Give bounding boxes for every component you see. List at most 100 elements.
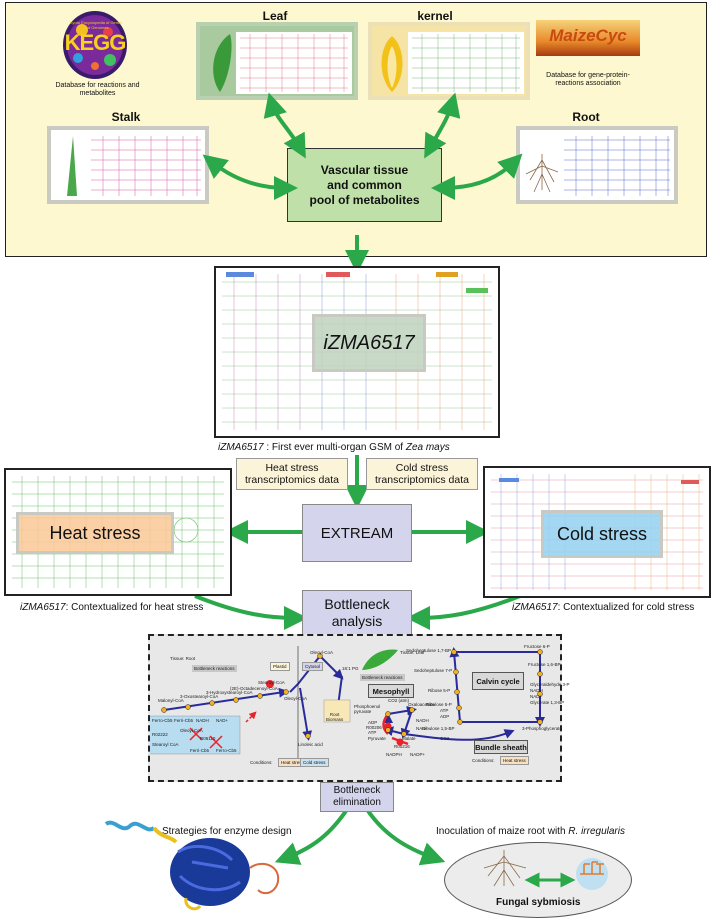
leaf-metabolite-5: Malate xyxy=(402,736,416,741)
tissue-root-label: Tissue: Root xyxy=(170,656,196,661)
calvin-metabolite-5: Ribose 5-P xyxy=(428,688,451,693)
root-metabolite-9: 18:1 PG xyxy=(342,666,359,671)
calvin-metabolite-14: 3-Phosphoglycerate xyxy=(522,726,563,731)
cold-stress-model-map: Cold stress xyxy=(483,466,711,598)
leaf-metabolite-14: CO2 (atm) xyxy=(388,698,410,703)
bottleneck-reactions-leaf: Bottleneck reactions xyxy=(360,674,405,681)
kegg-description: Database for reactions and metabolites xyxy=(55,82,140,97)
heat-stress-caption-text: : Contextualized for heat stress xyxy=(65,602,204,613)
pathway-diagram xyxy=(150,646,545,766)
leaf-metabolite-7: NADPH xyxy=(386,752,402,757)
tissue-leaf-label: Tissue: Leaf xyxy=(400,650,425,655)
root-model-map xyxy=(516,126,678,204)
root-cofactor-10: Ferro-Cb5 xyxy=(216,748,237,753)
izma6517-label-box: iZMA6517 xyxy=(312,314,426,372)
root-metabolite-7: Linoleic acid xyxy=(298,742,323,747)
izma6517-caption-species: Zea mays xyxy=(405,442,450,453)
root-label: Root xyxy=(572,110,600,124)
root-metabolite-3: 3-Hydroxystearoyl-CoA xyxy=(206,690,253,695)
maizecyc-logo-text: MaizeCyc xyxy=(549,26,627,45)
root-metabolite-4: (2E)-Octadecenoyl-CoA xyxy=(230,686,278,691)
conditions-leaf-label: Conditions: xyxy=(472,758,495,763)
heat-stress-label: Heat stress xyxy=(49,522,141,543)
root-cofactor-3: NADH xyxy=(196,718,209,723)
bottleneck-analysis-box: Bottleneck analysis xyxy=(302,590,412,636)
kernel-label: kernel xyxy=(417,9,453,23)
fungal-symbiosis-label: Fungal sybmiosis xyxy=(496,897,581,908)
leaf-metabolite-3: NADH xyxy=(416,718,429,723)
root-cofactor-5: Oleoyl CoA xyxy=(180,728,203,733)
conditions-root-label: Conditions: xyxy=(250,760,273,765)
root-cofactor-8: R06110 xyxy=(200,736,216,741)
leaf-metabolite-12: R00216 xyxy=(394,744,410,749)
maizecyc-logo xyxy=(536,20,640,56)
bundle-sheath-box: Bundle sheath xyxy=(474,740,528,754)
root-cofactor-1: Ferro-Cb5 xyxy=(152,718,173,723)
kegg-logo xyxy=(62,10,128,80)
calvin-cycle-box: Calvin cycle xyxy=(472,672,524,690)
calvin-metabolite-3: Sedoheptulose 7-P xyxy=(414,668,453,673)
plastid-tag: Plastid xyxy=(270,662,290,671)
leaf-metabolite-4: NAD+ xyxy=(416,726,429,731)
heat-stress-tag-leaf: Heat stress xyxy=(500,756,529,765)
extream-box: EXTREAM xyxy=(302,504,412,562)
cytosol-tag: Cytosol xyxy=(302,662,324,671)
root-cofactor-7: Stearoyl CoA xyxy=(152,742,179,747)
leaf-metabolite-13: CO2 xyxy=(440,736,450,741)
enzyme-design-label: Strategies for enzyme design xyxy=(162,826,292,837)
root-cofactor-9: Ferri-Cb5 xyxy=(190,748,210,753)
leaf-label: Leaf xyxy=(262,9,288,23)
cold-stress-label: Cold stress xyxy=(556,523,648,544)
heat-stress-model-map: Heat stress xyxy=(4,468,232,596)
vascular-tissue-box: Vascular tissue and common pool of metab… xyxy=(287,148,442,222)
izma6517-model-map: iZMA6517 xyxy=(214,266,500,438)
calvin-metabolite-6: Glyceraldehyde 3-P xyxy=(530,682,570,687)
root-metabolite-2: 3-Oxostearoyl-CoA xyxy=(180,694,219,699)
cold-stress-tag-root: Cold stress xyxy=(300,758,329,767)
root-metabolite-6: Oleoyl-CoA xyxy=(284,696,308,701)
root-metabolite-1: Malonyl-CoA xyxy=(158,698,184,703)
cold-transcriptomics-box: Cold stress transcriptomics data xyxy=(366,458,478,490)
calvin-metabolite-12: ADP xyxy=(440,714,450,719)
calvin-metabolite-13: Ribulose 1,5-BP xyxy=(422,726,455,731)
izma6517-caption-text: : First ever multi-organ GSM of xyxy=(263,442,406,453)
bottleneck-reactions-leaf-text: Bottleneck reactions xyxy=(362,675,403,680)
root-metabolite-8: Oleoyl-CoA xyxy=(310,650,334,655)
calvin-metabolite-11: Glycerate 1,3-BP xyxy=(530,700,565,705)
cold-stress-caption: iZMA6517: Contextualized for cold stress xyxy=(512,602,694,613)
inoculation-label: Inoculation of maize root with R. irregu… xyxy=(436,826,625,837)
leaf-metabolite-6: Pyruvate xyxy=(368,736,386,741)
cold-stress-caption-model: iZMA6517 xyxy=(512,602,558,613)
stalk-label: Stalk xyxy=(111,110,141,124)
calvin-metabolite-7: NADH xyxy=(530,688,543,693)
root-cofactor-4: NAD+ xyxy=(216,718,229,723)
cold-stress-label-box: Cold stress xyxy=(541,510,663,558)
pathway-detail-panel: Tissue: Root Bottleneck reactions Plasti… xyxy=(148,634,570,782)
calvin-metabolite-1: Sedoheptulose 1,7-BP xyxy=(406,648,452,653)
maizecyc-description: Database for gene-protein-reactions asso… xyxy=(546,72,630,87)
calvin-metabolite-8: Ribulose 5-P xyxy=(426,702,452,707)
calvin-metabolite-9: NAD+ xyxy=(530,694,543,699)
leaf-model-map xyxy=(196,22,358,100)
kegg-logo-text: KEGG xyxy=(64,30,127,55)
leaf-metabolite-9: ADP xyxy=(368,720,378,725)
stalk-model-map xyxy=(47,126,209,204)
izma6517-label: iZMA6517 xyxy=(323,331,415,354)
root-and-fungus-drawing xyxy=(483,850,608,890)
leaf-metabolite-11: R00206 xyxy=(366,725,382,730)
inoculation-species: R. irregularis xyxy=(568,826,625,837)
heat-transcriptomics-box: Heat stress transcriptomics data xyxy=(236,458,348,490)
kernel-model-map xyxy=(368,22,530,100)
cold-stress-caption-text: : Contextualized for cold stress xyxy=(557,602,695,613)
calvin-metabolite-2: Fructose 6-P xyxy=(524,644,550,649)
bottleneck-reactions-root-text: Bottleneck reactions xyxy=(194,666,235,671)
bottleneck-reactions-root: Bottleneck reactions xyxy=(192,665,237,672)
inoculation-text: Inoculation of maize root with xyxy=(436,826,569,837)
leaf-metabolite-2: Oxaloacetate xyxy=(408,702,435,707)
root-metabolite-5: Stearoyl-CoA xyxy=(258,680,285,685)
heat-stress-caption: iZMA6517: Contextualized for heat stress xyxy=(20,602,203,613)
bottleneck-elimination-box: Bottleneck elimination xyxy=(320,782,394,812)
leaf-metabolite-10: ATP xyxy=(368,730,377,735)
kegg-logo-subtitle: Kyoto Encyclopedia of Genes and Genomes xyxy=(69,20,123,30)
